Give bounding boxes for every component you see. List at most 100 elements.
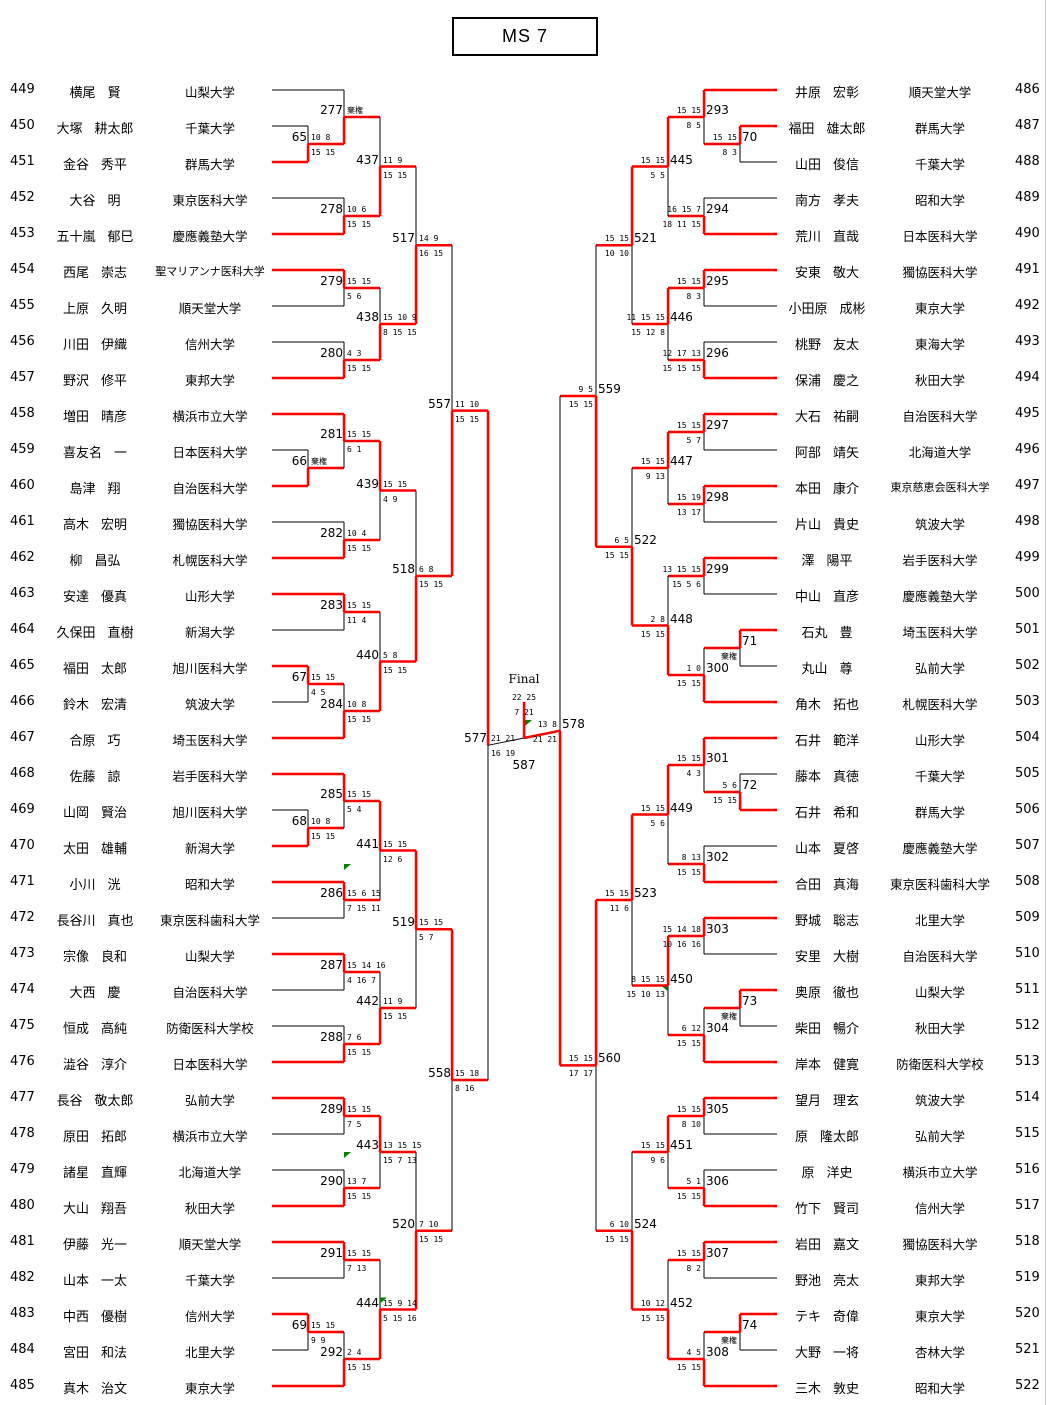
player-given-name: 暢介 [833, 1022, 860, 1037]
score-bottom: 15 5 6 [672, 580, 701, 589]
match-number: 72 [742, 778, 758, 792]
score-top: 13 15 15 [662, 565, 701, 574]
player-name: 岸本健寛 [772, 1054, 882, 1073]
score-top: 1 0 [686, 664, 701, 673]
player-name: 石井希和 [772, 802, 882, 821]
player-family-name: 高木 [62, 518, 89, 533]
player-university: 埼玉医科大学 [902, 625, 978, 640]
player-university: 日本医科大学 [902, 229, 978, 244]
player-number: 494 [1015, 370, 1040, 385]
match-number: 299 [706, 562, 729, 576]
match-number: 578 [562, 716, 585, 731]
player-family-name: 合田 [794, 878, 821, 893]
player-given-name: 希和 [833, 806, 860, 821]
player-given-name: 隆太郎 [820, 1130, 860, 1145]
player-number: 509 [1015, 910, 1040, 925]
score-top: 15 18 [455, 1069, 480, 1078]
score-top: 15 15 [676, 106, 701, 115]
player-number: 513 [1015, 1054, 1040, 1069]
player-university: 埼玉医科大学 [172, 733, 248, 748]
score-top: 15 15 [347, 277, 372, 286]
player-university: 東京医科歯科大学 [889, 877, 990, 892]
player-university: 昭和大学 [914, 1381, 965, 1396]
player-family-name: 川田 [62, 338, 89, 353]
score-top: 15 15 [676, 277, 701, 286]
player-name: 大山翔吾 [40, 1198, 150, 1217]
match-number: 289 [320, 1102, 343, 1116]
score-top: 11 9 [383, 155, 403, 165]
player-family-name: 上原 [62, 302, 89, 317]
match-number: 305 [706, 1102, 729, 1116]
player-name: 伊藤光一 [40, 1234, 150, 1253]
score-top: 15 15 [604, 234, 629, 244]
player-family-name: 奥原 [794, 986, 821, 1001]
score-top: 11 10 [455, 399, 480, 409]
player-university: 自治医科大学 [172, 985, 248, 1000]
player-family-name: 安里 [794, 950, 821, 965]
player-university: 杏林大学 [914, 1345, 965, 1360]
player-name: 原隆太郎 [772, 1126, 882, 1145]
player-given-name: 奇偉 [833, 1310, 860, 1325]
player-family-name: 宮田 [62, 1346, 89, 1361]
score-top: 4 3 [347, 349, 362, 358]
player-name: 中西優樹 [40, 1306, 150, 1325]
score-bottom: 15 15 [347, 1363, 372, 1372]
match-number: 449 [670, 800, 693, 815]
player-name: 太田雄輔 [40, 838, 150, 857]
player-given-name: 秀平 [101, 158, 128, 173]
player-name: テキ奇偉 [772, 1306, 882, 1325]
player-number: 479 [10, 1162, 35, 1177]
player-family-name: 太田 [62, 842, 89, 857]
player-given-name: 光一 [101, 1238, 128, 1253]
player-number: 463 [10, 586, 35, 601]
player-university: 日本医科大学 [172, 445, 248, 460]
match-number: 280 [320, 346, 343, 360]
score-bottom: 15 15 [676, 1192, 701, 1201]
match-number: 71 [742, 634, 758, 648]
player-number: 458 [10, 406, 35, 421]
player-university: 東京大学 [914, 1309, 965, 1324]
match-number: 277 [320, 103, 343, 117]
match-number: 440 [356, 647, 379, 662]
player-family-name: 井原 [794, 86, 821, 101]
final-line-left [487, 737, 525, 746]
player-university: 順天堂大学 [908, 85, 972, 100]
score-bottom: 11 4 [347, 616, 367, 625]
player-name: 保浦慶之 [772, 370, 882, 389]
flag-icon [525, 720, 532, 726]
player-given-name: 敬大 [833, 266, 860, 281]
player-family-name: 増田 [62, 410, 89, 425]
score-bottom: 9 13 [645, 472, 665, 481]
player-name: 阿部靖矢 [772, 442, 882, 461]
flag-icon [380, 1297, 387, 1304]
player-family-name: 伊藤 [62, 1238, 89, 1253]
player-given-name: 洸 [107, 878, 121, 893]
player-number: 457 [10, 370, 35, 385]
player-given-name: 太郎 [101, 662, 128, 677]
score-bottom: 15 15 [676, 868, 701, 877]
player-family-name: 大谷 [69, 194, 96, 209]
score-bottom: 21 21 [532, 734, 557, 744]
player-university: 東邦大学 [914, 1273, 965, 1288]
match-number: 288 [320, 1030, 343, 1044]
score-bottom: 8 10 [681, 1120, 701, 1129]
score-bottom: 15 15 15 [662, 364, 701, 373]
score-bottom: 15 15 [347, 1192, 372, 1201]
score-bottom: 4 5 [311, 688, 326, 697]
player-name: 福田雄太郎 [772, 118, 882, 137]
player-given-name: 優樹 [101, 1310, 128, 1325]
score-top: 11 15 15 [626, 313, 665, 322]
player-number: 486 [1015, 82, 1040, 97]
score-top: 15 15 [676, 1105, 701, 1114]
flag-icon [661, 985, 668, 992]
score-bottom: 5 7 [419, 933, 434, 943]
match-number: 73 [742, 994, 758, 1008]
player-family-name: テキ [794, 1310, 821, 1325]
score-bottom: 12 6 [383, 854, 403, 864]
score-bottom: 15 15 [311, 832, 336, 841]
match-number: 523 [634, 886, 657, 900]
player-number: 487 [1015, 118, 1040, 133]
match-number: 446 [670, 310, 693, 324]
player-family-name: 野城 [794, 914, 821, 929]
player-family-name: 澁谷 [62, 1058, 89, 1073]
